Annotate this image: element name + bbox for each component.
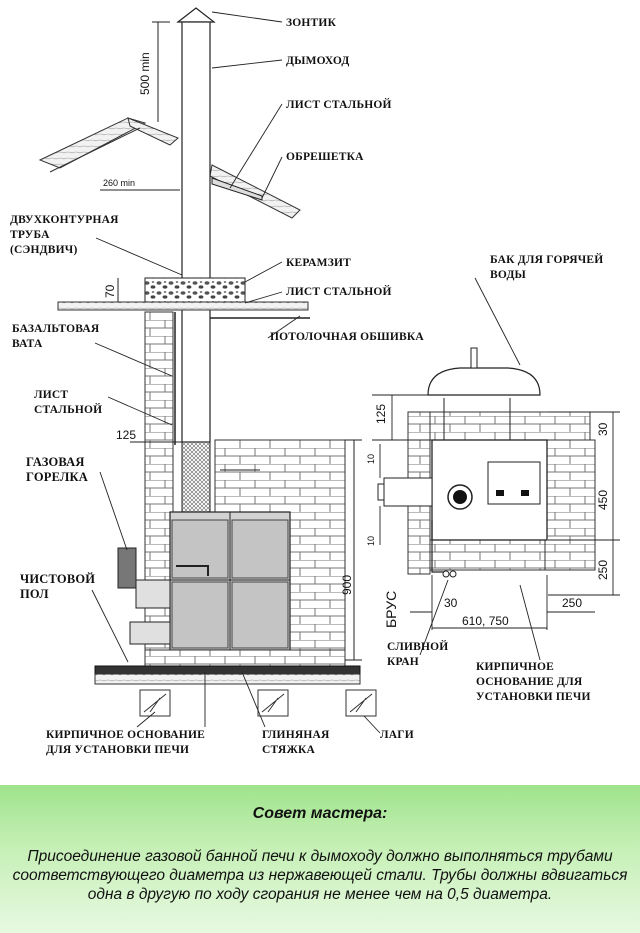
left-dimension-lines [100,21,362,661]
stove-installation-diagram: ЗОНТИК ДЫМОХОД ЛИСТ СТАЛЬНОЙ ОБРЕШЕТКА Д… [10,7,620,756]
plan-view [377,347,596,578]
dim-900: 900 [340,574,354,595]
label-brus: БРУС [383,590,399,628]
dim-30-bottom: 30 [444,596,458,610]
dim-500: 500 min [138,52,152,95]
label-obreshetka: ОБРЕШЕТКА [286,151,364,163]
tip-title: Совет мастера: [252,805,388,822]
roof [38,117,301,219]
right-dimension-lines [372,277,620,661]
ceiling [57,277,310,319]
master-tip-panel: Совет мастера: Присоединение газовой бан… [0,785,640,933]
dim-250-right: 250 [596,559,610,580]
label-bak: БАК ДЛЯ ГОРЯЧЕЙ ВОДЫ [490,254,604,281]
diagram-drawing [38,7,620,734]
dim-450: 450 [596,489,610,510]
chimney-pipe [176,7,263,513]
dim-610-750: 610, 750 [462,614,509,628]
label-glinyanaya: ГЛИНЯНАЯ СТЯЖКА [262,729,330,756]
dim-250-bottom: 250 [562,596,583,610]
label-zontik: ЗОНТИК [286,17,337,29]
dim-10-a: 10 [366,453,376,464]
dim-30-top: 30 [596,422,610,436]
tip-text: Присоединение газовой банной печи к дымо… [12,848,628,903]
label-slivnoy: СЛИВНОЙ КРАН [387,641,449,668]
label-kirpichnoe-right: КИРПИЧНОЕ ОСНОВАНИЕ ДЛЯ УСТАНОВКИ ПЕЧИ [476,661,591,703]
dim-125-right: 125 [374,403,388,424]
label-list-stalnoy-left: ЛИСТ СТАЛЬНОЙ [34,389,103,416]
label-gazovaya: ГАЗОВАЯ ГОРЕЛКА [26,455,88,484]
dim-260: 260 min [103,178,136,188]
label-kirpichnoe-bottom: КИРПИЧНОЕ ОСНОВАНИЕ ДЛЯ УСТАНОВКИ ПЕЧИ [46,729,205,756]
dim-125-left: 125 [116,428,137,442]
floor [94,649,377,717]
label-dymokhod: ДЫМОХОД [286,55,350,67]
label-potolochnaya: ПОТОЛОЧНАЯ ОБШИВКА [270,331,424,343]
label-keramzit: КЕРАМЗИТ [286,257,352,269]
dim-70: 70 [103,284,117,298]
label-list-stalnoy-top: ЛИСТ СТАЛЬНОЙ [286,99,392,111]
label-chistovoy: ЧИСТОВОЙ ПОЛ [20,572,96,601]
label-bazaltovaya: БАЗАЛЬТОВАЯ ВАТА [12,323,100,350]
label-dvukhkonturnaya: ДВУХКОНТУРНАЯ ТРУБА (СЭНДВИЧ) [10,214,119,256]
dim-10-b: 10 [366,535,376,546]
leader-lines-left [91,11,381,734]
label-list-stalnoy-mid: ЛИСТ СТАЛЬНОЙ [286,286,392,298]
label-lagi: ЛАГИ [380,729,414,741]
stove-body [117,469,291,651]
